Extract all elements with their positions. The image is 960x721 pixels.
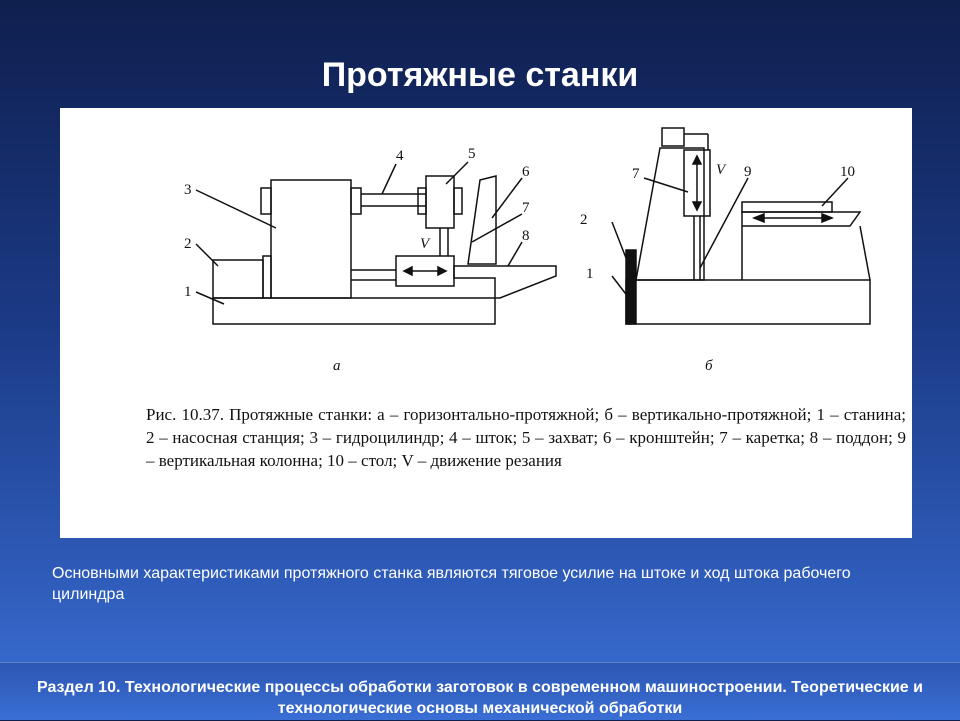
caption-letter-b: б: [705, 358, 713, 374]
grip-a: [425, 175, 455, 229]
bed-b: [625, 279, 871, 325]
figure-panel: 3 2 1 4 5 6 7 8 V а 2 1 7 9 10 V б Рис. …: [60, 108, 912, 538]
figure-caption: Рис. 10.37. Протяжные станки: а – горизо…: [146, 405, 906, 470]
bracket-a: [467, 175, 497, 265]
label-a-8: 8: [522, 228, 530, 244]
broaching-machines-diagram: 3 2 1 4 5 6 7 8 V а 2 1 7 9 10 V б: [184, 127, 871, 374]
footer-section-title: Раздел 10. Технологические процессы обра…: [37, 679, 923, 717]
diagram-a: [212, 175, 557, 325]
label-b-9: 9: [744, 164, 752, 180]
pump-station-a: [212, 259, 264, 299]
label-a-2: 2: [184, 236, 192, 252]
column-top-b: [661, 127, 685, 147]
footer-bar: Раздел 10. Технологические процессы обра…: [0, 662, 960, 721]
slide-title: Протяжные станки: [321, 56, 639, 94]
table-b: [741, 211, 862, 227]
label-a-4: 4: [396, 148, 404, 164]
label-a-3: 3: [184, 182, 192, 198]
label-a-5: 5: [468, 146, 476, 162]
diagram-b: [625, 127, 871, 325]
label-a-1: 1: [184, 284, 192, 300]
label-a-6: 6: [522, 164, 530, 180]
label-a-7: 7: [522, 200, 530, 216]
label-b-2: 2: [580, 212, 588, 228]
velocity-b: V: [716, 162, 727, 178]
description-text: Основными характеристиками протяжного ст…: [52, 565, 851, 603]
label-b-1: 1: [586, 266, 594, 282]
column-b: [635, 147, 705, 281]
caption-letter-a: а: [333, 358, 341, 374]
carriage-b: [683, 149, 711, 217]
velocity-a: V: [420, 236, 431, 252]
bed-a: [212, 297, 496, 325]
label-b-10: 10: [840, 164, 855, 180]
label-b-7: 7: [632, 166, 640, 182]
tray-a: [453, 265, 557, 299]
hydraulic-cylinder-a: [270, 179, 352, 299]
